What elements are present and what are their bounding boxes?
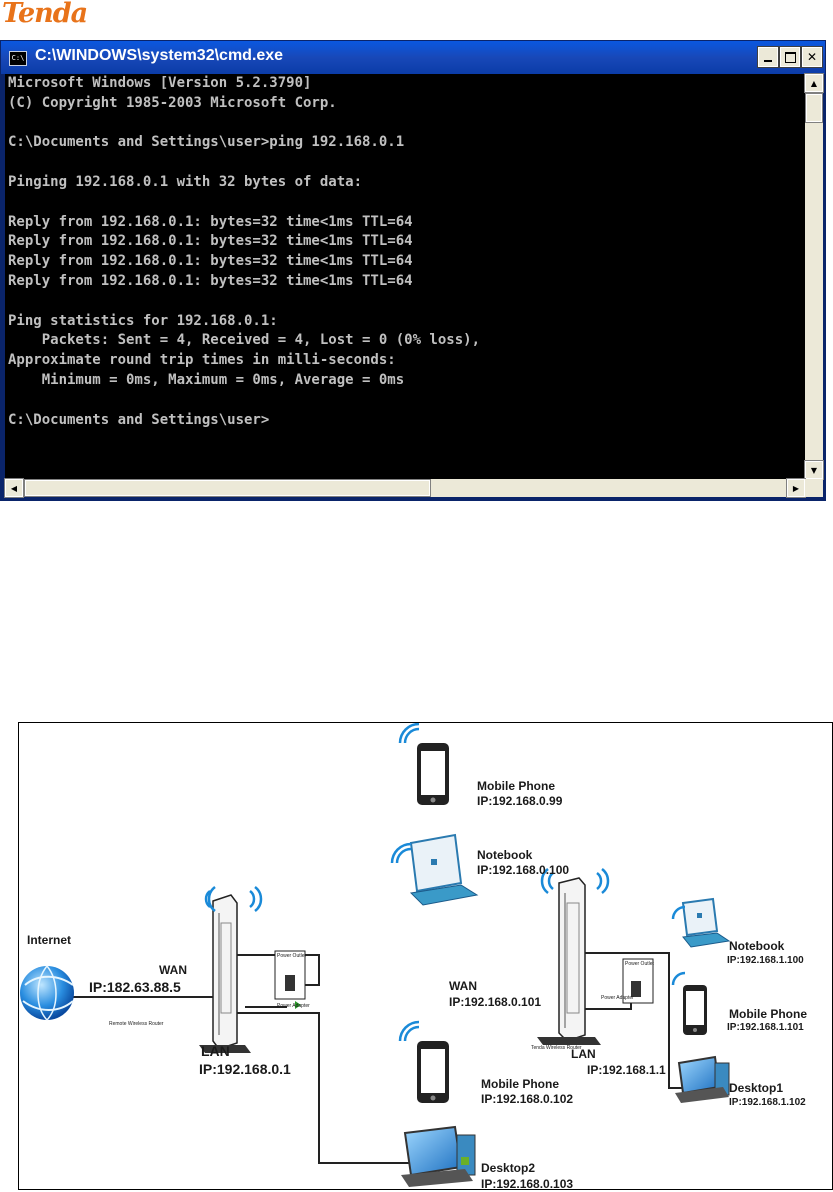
console-output: Microsoft Windows [Version 5.2.3790] (C) … — [5, 74, 805, 430]
mobile-phone-3-ip: IP:192.168.1.101 — [727, 1022, 804, 1033]
console-line — [8, 193, 805, 213]
remote-router-icon — [199, 886, 263, 1053]
console-line: Pinging 192.168.0.1 with 32 bytes of dat… — [8, 173, 363, 190]
notebook-2-ip: IP:192.168.1.100 — [727, 955, 804, 966]
console-line: Reply from 192.168.0.1: bytes=32 time<1m… — [8, 213, 413, 230]
console-line: Approximate round trip times in milli-se… — [8, 352, 396, 369]
remote-lan-label: LAN — [201, 1043, 230, 1059]
mobile-phone-2-ip: IP:192.168.0.102 — [481, 1092, 574, 1106]
vertical-scroll-thumb[interactable] — [805, 93, 823, 123]
remote-wan-label: WAN — [159, 963, 187, 977]
minimize-button[interactable] — [757, 46, 779, 68]
horizontal-scrollbar[interactable]: ◀ ▶ — [4, 478, 806, 498]
tenda-router-caption: Tenda Wireless Router — [531, 1045, 582, 1051]
mobile-phone-1-name: Mobile Phone — [477, 779, 555, 793]
power-adapter-right-icon — [622, 958, 654, 1004]
horizontal-scroll-thumb[interactable] — [24, 479, 431, 497]
remote-wan-ip: IP:182.63.88.5 — [89, 979, 181, 995]
mobile-phone-1-ip: IP:192.168.0.99 — [477, 794, 563, 808]
tenda-router-icon — [537, 868, 610, 1045]
tenda-to-desktop1 — [579, 952, 687, 1089]
remote-lan-to-desktop2 — [235, 1012, 414, 1164]
console-line: (C) Copyright 1985-2003 Microsoft Corp. — [8, 94, 337, 111]
power-adapter-right-label: Power Adapter — [601, 995, 634, 1001]
power-outlet-left-label: Power Outlet — [277, 953, 306, 959]
console-line — [8, 114, 805, 134]
desktop-1-ip: IP:192.168.1.102 — [729, 1097, 806, 1108]
console-line: Reply from 192.168.0.1: bytes=32 time<1m… — [8, 272, 413, 289]
desktop-1-icon — [675, 1055, 730, 1103]
console-line: Microsoft Windows [Version 5.2.3790] — [8, 75, 312, 91]
mobile-phone-3-icon — [671, 971, 707, 1035]
notebook-1-ip: IP:192.168.0.100 — [477, 863, 570, 877]
power-adapter-left-label: Power Adapter — [277, 1003, 310, 1009]
desktop-2-icon — [401, 1125, 476, 1187]
desktop-1-name: Desktop1 — [729, 1081, 784, 1095]
scroll-up-button[interactable]: ▲ — [804, 73, 824, 93]
minimize-icon — [764, 60, 772, 62]
cmd-icon[interactable]: C:\ — [9, 51, 27, 66]
close-button[interactable]: ✕ — [801, 46, 823, 68]
notebook-2-name: Notebook — [729, 939, 785, 953]
window-title: C:\WINDOWS\system32\cmd.exe — [35, 47, 284, 64]
maximize-icon — [784, 51, 796, 63]
scrollbar-corner — [805, 479, 823, 497]
console-line: Minimum = 0ms, Maximum = 0ms, Average = … — [8, 371, 405, 388]
power-adapter-left-icon — [274, 950, 306, 1009]
vertical-scrollbar[interactable]: ▲ ▼ — [804, 73, 824, 480]
console-line: Packets: Sent = 4, Received = 4, Lost = … — [8, 332, 481, 349]
scroll-left-button[interactable]: ◀ — [4, 478, 24, 498]
cmd-window: C:\ C:\WINDOWS\system32\cmd.exe ✕ Micros… — [0, 40, 826, 501]
remote-lan-ip: IP:192.168.0.1 — [199, 1061, 291, 1077]
maximize-button[interactable] — [779, 46, 801, 68]
notebook-1-name: Notebook — [477, 848, 533, 862]
tenda-wan-ip: IP:192.168.0.101 — [449, 995, 542, 1009]
mobile-phone-3-name: Mobile Phone — [729, 1007, 807, 1021]
notebook-1-icon — [390, 833, 479, 906]
desktop-2-ip: IP:192.168.0.103 — [481, 1177, 574, 1191]
console-line: C:\Documents and Settings\user> — [8, 411, 270, 428]
remote-router-caption: Remote Wireless Router — [109, 1021, 164, 1027]
power-outlet-right-label: Power Outlet — [625, 961, 654, 967]
console-line — [8, 391, 805, 411]
mobile-phone-2-name: Mobile Phone — [481, 1077, 559, 1091]
desktop-2-name: Desktop2 — [481, 1161, 536, 1175]
tenda-lan-label: LAN — [571, 1047, 596, 1061]
mobile-phone-2-icon — [398, 1020, 449, 1103]
internet-globe-icon — [20, 965, 74, 1021]
title-bar[interactable]: C:\ C:\WINDOWS\system32\cmd.exe ✕ — [1, 41, 825, 74]
close-icon: ✕ — [806, 50, 818, 64]
tenda-logo: Tenda — [2, 0, 88, 29]
internet-label: Internet — [27, 933, 72, 947]
scroll-down-button[interactable]: ▼ — [804, 460, 824, 480]
mobile-phone-1-icon — [398, 723, 449, 805]
tenda-wan-label: WAN — [449, 979, 477, 993]
console-line — [8, 153, 805, 173]
network-diagram: Internet WAN IP:182.63.88.5 Remote Wirel… — [18, 722, 833, 1191]
console-area[interactable]: Microsoft Windows [Version 5.2.3790] (C) … — [5, 74, 805, 479]
console-line — [8, 292, 805, 312]
console-line: Reply from 192.168.0.1: bytes=32 time<1m… — [8, 233, 413, 250]
console-line: C:\Documents and Settings\user>ping 192.… — [8, 134, 405, 151]
diagram-graphics — [20, 723, 731, 1187]
console-line: Ping statistics for 192.168.0.1: — [8, 312, 278, 329]
tenda-lan-ip: IP:192.168.1.1 — [587, 1063, 666, 1077]
scroll-right-button[interactable]: ▶ — [786, 478, 806, 498]
notebook-2-icon — [671, 897, 731, 948]
console-line: Reply from 192.168.0.1: bytes=32 time<1m… — [8, 253, 413, 270]
